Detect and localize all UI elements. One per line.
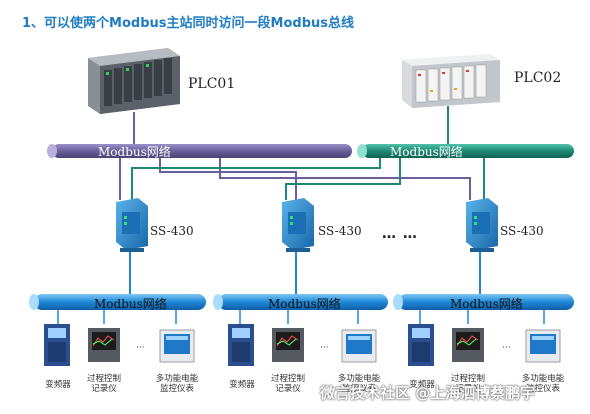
meter-1 <box>159 329 195 363</box>
teal-wiring <box>131 158 485 200</box>
plc01-device <box>88 48 180 114</box>
device-label-recorder-3: 过程控制 记录仪 <box>450 374 485 394</box>
lower-bus-1 <box>29 294 206 310</box>
vfd-2 <box>228 324 254 366</box>
converter-label-1: SS-430 <box>150 224 194 238</box>
watermark: 微言技术社区 @上海泗博蔡鹏宇 <box>320 384 536 402</box>
device-label-vfd-3: 变频器 <box>409 380 435 390</box>
meter-3 <box>525 329 561 363</box>
upper-bus-teal <box>357 144 574 158</box>
plc01-label: PLC01 <box>188 76 236 92</box>
device-drops <box>57 310 545 324</box>
lower-bus-label-2: Modbus网络 <box>268 297 341 311</box>
converter-1 <box>116 198 148 252</box>
ellipsis-mini-1: ··· <box>136 343 145 353</box>
device-label-vfd-2: 变频器 <box>229 380 255 390</box>
converter-drops <box>129 252 481 294</box>
converter-3 <box>466 198 498 252</box>
device-label-meter-3: 多功能电能 监控仪表 <box>521 374 565 394</box>
ellipsis-mini-3: ··· <box>502 343 511 353</box>
device-label-meter-2: 多功能电能 监控仪表 <box>337 374 381 394</box>
upper-bus-purple <box>47 144 352 158</box>
device-label-recorder-1: 过程控制 记录仪 <box>86 374 121 394</box>
upper-bus-label-2: Modbus网络 <box>390 145 463 159</box>
recorder-1 <box>88 328 120 362</box>
recorder-2 <box>272 328 304 362</box>
converter-label-3: SS-430 <box>500 224 544 238</box>
upper-bus-label-1: Modbus网络 <box>98 145 171 159</box>
converter-2 <box>282 198 314 252</box>
diagram-title: 1、可以使两个Modbus主站同时访问一段Modbus总线 <box>22 16 354 31</box>
meter-2 <box>341 329 377 363</box>
lower-bus-label-3: Modbus网络 <box>450 297 523 311</box>
plc02-label: PLC02 <box>514 70 562 86</box>
recorder-3 <box>452 328 484 362</box>
lower-bus-label-1: Modbus网络 <box>94 297 167 311</box>
vfd-3 <box>408 324 434 366</box>
device-label-recorder-2: 过程控制 记录仪 <box>270 374 305 394</box>
lower-bus-2 <box>213 294 388 310</box>
device-label-meter-1: 多功能电能 监控仪表 <box>155 374 199 394</box>
converter-label-2: SS-430 <box>318 224 362 238</box>
more-converters-ellipsis: … … <box>382 226 418 242</box>
device-label-vfd-1: 变频器 <box>45 380 71 390</box>
purple-wiring <box>119 158 471 200</box>
lower-bus-3 <box>393 294 574 310</box>
plc02-device <box>402 54 500 108</box>
ellipsis-mini-2: ··· <box>320 343 329 353</box>
vfd-1 <box>44 324 70 366</box>
